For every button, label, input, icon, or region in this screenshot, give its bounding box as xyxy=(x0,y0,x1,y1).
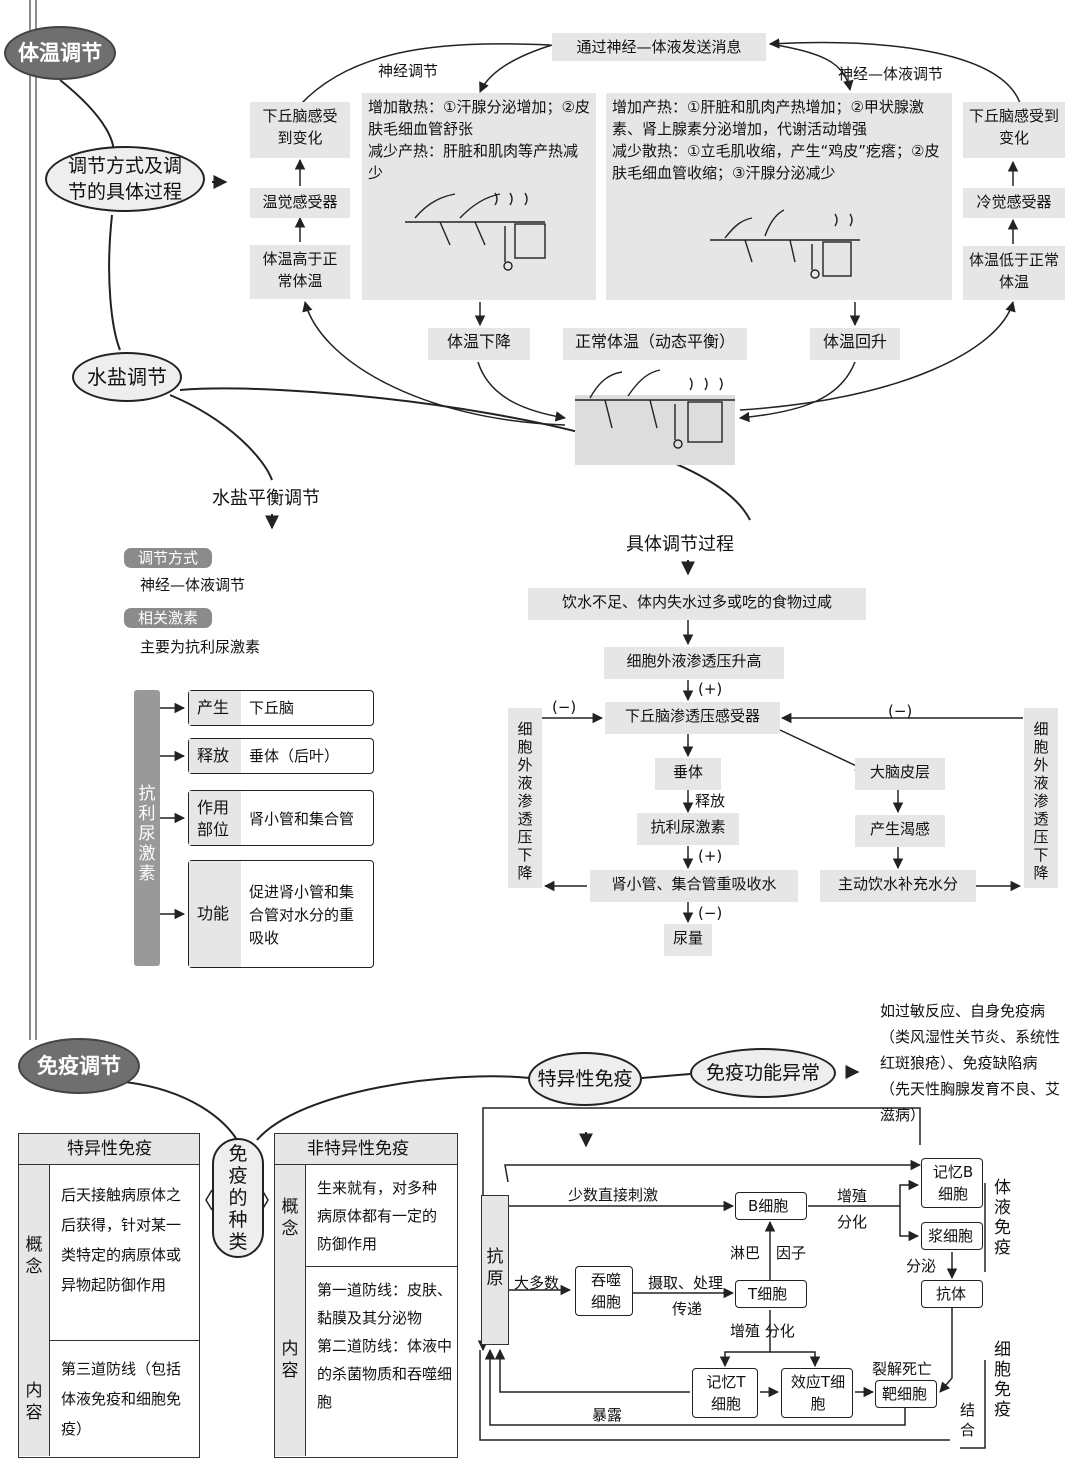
adh-row-produce: 产生 下丘脑 xyxy=(188,690,374,726)
label-prolif-diff: 增殖 分化 xyxy=(730,1322,795,1340)
tag-hormone: 相关激素 xyxy=(124,608,213,628)
flow-cortex: 大脑皮层 xyxy=(855,758,945,790)
label-lysis: 裂解死亡 xyxy=(872,1360,933,1378)
memory-t-box: 记忆T细胞 xyxy=(692,1368,758,1418)
table-right-content-key: 内容 xyxy=(281,1339,299,1381)
label-most: 大多数 xyxy=(514,1274,560,1292)
flow-plus-2: (+) xyxy=(698,847,723,865)
top-message-box: 通过神经—体液发送消息 xyxy=(552,33,766,61)
label-few: 少数直接刺激 xyxy=(568,1186,659,1204)
neurohumoral-label: 神经—体液调节 xyxy=(838,65,944,83)
flow-release: 释放 xyxy=(695,792,726,810)
process-label: 具体调节过程 xyxy=(626,534,734,555)
flow-receptor: 下丘脑渗透压感受器 xyxy=(605,702,780,734)
abnormal-node: 免疫功能异常 xyxy=(690,1048,836,1098)
heat-loss-panel: 增加散热：①汗腺分泌增加；②皮肤毛细血管舒张 减少产热：肝脏和肌肉等产热减少 xyxy=(362,93,596,300)
method-text: 神经—体液调节 xyxy=(140,576,246,594)
normal-temp-box: 正常体温（动态平衡） xyxy=(563,328,747,360)
t-cell-box: T细胞 xyxy=(735,1280,807,1308)
humoral-immunity-label: 体液免疫 xyxy=(994,1178,1011,1258)
label-take: 摄取、处理 xyxy=(648,1274,724,1292)
table-right-header: 非特异性免疫 xyxy=(307,1139,409,1159)
b-cell-box: B细胞 xyxy=(735,1192,807,1220)
label-combine: 结合 xyxy=(960,1401,976,1439)
flow-minus-left: (−) xyxy=(552,698,577,716)
nonspecific-immunity-table: 非特异性免疫 概念 生来就有，对多种病原体都有一定的防御作用 内容 第一道防线：… xyxy=(274,1133,458,1458)
abnormal-description: 如过敏反应、自身免疫病（类风湿性关节炎、系统性红斑狼疮）、免疫缺陷病（先天性胸腺… xyxy=(880,1002,1061,1124)
memory-b-box: 记忆B细胞 xyxy=(921,1158,983,1208)
right-hypothalamus-box: 下丘脑感受到变化 xyxy=(963,102,1065,158)
flow-plus-1: (+) xyxy=(698,680,723,698)
hormone-text: 主要为抗利尿激素 xyxy=(140,638,261,656)
tag-method: 调节方式 xyxy=(124,548,213,568)
table-left-concept: 后天接触病原体之后获得，针对某一类特定的病原体或异物起防御作用 xyxy=(61,1186,182,1294)
table-left-content-key: 内容 xyxy=(25,1381,43,1423)
heat-gain-panel: 增加产热：①肝脏和肌肉产热增加；②甲状腺激素、肾上腺素分泌增加，代谢活动增强 减… xyxy=(606,93,952,300)
warm-receptor-box: 温觉感受器 xyxy=(250,188,350,218)
flow-start: 饮水不足、体内失水过多或吃的食物过咸 xyxy=(528,588,866,620)
temp-drop-box: 体温下降 xyxy=(428,328,530,360)
label-secrete: 分泌 xyxy=(906,1257,937,1275)
label-lymph: 淋巴 xyxy=(730,1244,761,1262)
phagocyte-box: 吞噬细胞 xyxy=(575,1266,633,1316)
flow-urine: 尿量 xyxy=(664,924,712,956)
temp-regulation-title: 体温调节 xyxy=(4,26,116,80)
plasma-cell-box: 浆细胞 xyxy=(921,1222,983,1250)
flow-thirst: 产生渴感 xyxy=(855,815,945,847)
flow-adh: 抗利尿激素 xyxy=(637,813,739,845)
table-left-content: 第三道防线（包括体液免疫和细胞免疫） xyxy=(61,1360,182,1438)
cold-receptor-box: 冷觉感受器 xyxy=(963,188,1065,218)
table-right-content: 第一道防线：皮肤、黏膜及其分泌物 第二道防线：体液中的杀菌物质和吞噬细胞 xyxy=(317,1281,453,1411)
antibody-box: 抗体 xyxy=(921,1280,983,1308)
osm-down-right: 细胞外液渗透压下降 xyxy=(1024,708,1058,888)
target-cell-box: 靶细胞 xyxy=(875,1380,937,1408)
table-left-header: 特异性免疫 xyxy=(67,1139,152,1159)
adh-row-release: 释放 垂体（后叶） xyxy=(188,738,374,774)
water-balance-label: 水盐平衡调节 xyxy=(212,488,320,509)
flow-pituitary: 垂体 xyxy=(655,758,721,790)
table-right-concept: 生来就有，对多种病原体都有一定的防御作用 xyxy=(317,1179,438,1253)
specific-immunity-node: 特异性免疫 xyxy=(528,1052,642,1106)
cellular-immunity-label: 细胞免疫 xyxy=(994,1340,1011,1420)
adh-side-bar: 抗利尿激素 xyxy=(134,690,160,966)
flow-osm-up: 细胞外液渗透压升高 xyxy=(604,647,784,679)
flow-kidney: 肾小管、集合管重吸收水 xyxy=(590,870,798,902)
flow-minus-right: (−) xyxy=(888,702,913,720)
label-factor: 因子 xyxy=(776,1244,807,1262)
left-hypothalamus-box: 下丘脑感受到变化 xyxy=(250,102,350,158)
temp-low-box: 体温低于正常体温 xyxy=(963,246,1065,300)
method-node: 调节方式及调节的具体过程 xyxy=(45,146,205,212)
label-expose: 暴露 xyxy=(592,1406,623,1424)
adh-row-function: 功能 促进肾小管和集合管对水分的重吸收 xyxy=(188,860,374,968)
temp-rise-box: 体温回升 xyxy=(810,328,900,360)
immune-title: 免疫调节 xyxy=(18,1038,140,1094)
adh-side-label: 抗利尿激素 xyxy=(138,784,156,884)
label-prolif: 增殖 xyxy=(837,1187,868,1205)
temp-high-box: 体温高于正常体温 xyxy=(250,245,350,299)
adh-row-target: 作用部位 肾小管和集合管 xyxy=(188,790,374,846)
antigen-box: 抗原 xyxy=(481,1195,509,1345)
effector-t-box: 效应T细胞 xyxy=(781,1368,853,1418)
water-salt-title: 水盐调节 xyxy=(72,352,182,402)
immune-kinds-node: 免疫的种类 xyxy=(212,1138,264,1258)
table-left-concept-key: 概念 xyxy=(25,1235,43,1277)
neural-label: 神经调节 xyxy=(378,62,439,80)
flow-minus-3: (−) xyxy=(698,904,723,922)
label-diff: 分化 xyxy=(837,1213,868,1231)
specific-immunity-table: 特异性免疫 概念 后天接触病原体之后获得，针对某一类特定的病原体或异物起防御作用… xyxy=(18,1133,200,1458)
label-pass: 传递 xyxy=(672,1300,703,1318)
flow-drink: 主动饮水补充水分 xyxy=(820,870,976,902)
table-right-concept-key: 概念 xyxy=(281,1197,299,1239)
osm-down-left: 细胞外液渗透压下降 xyxy=(508,708,542,888)
